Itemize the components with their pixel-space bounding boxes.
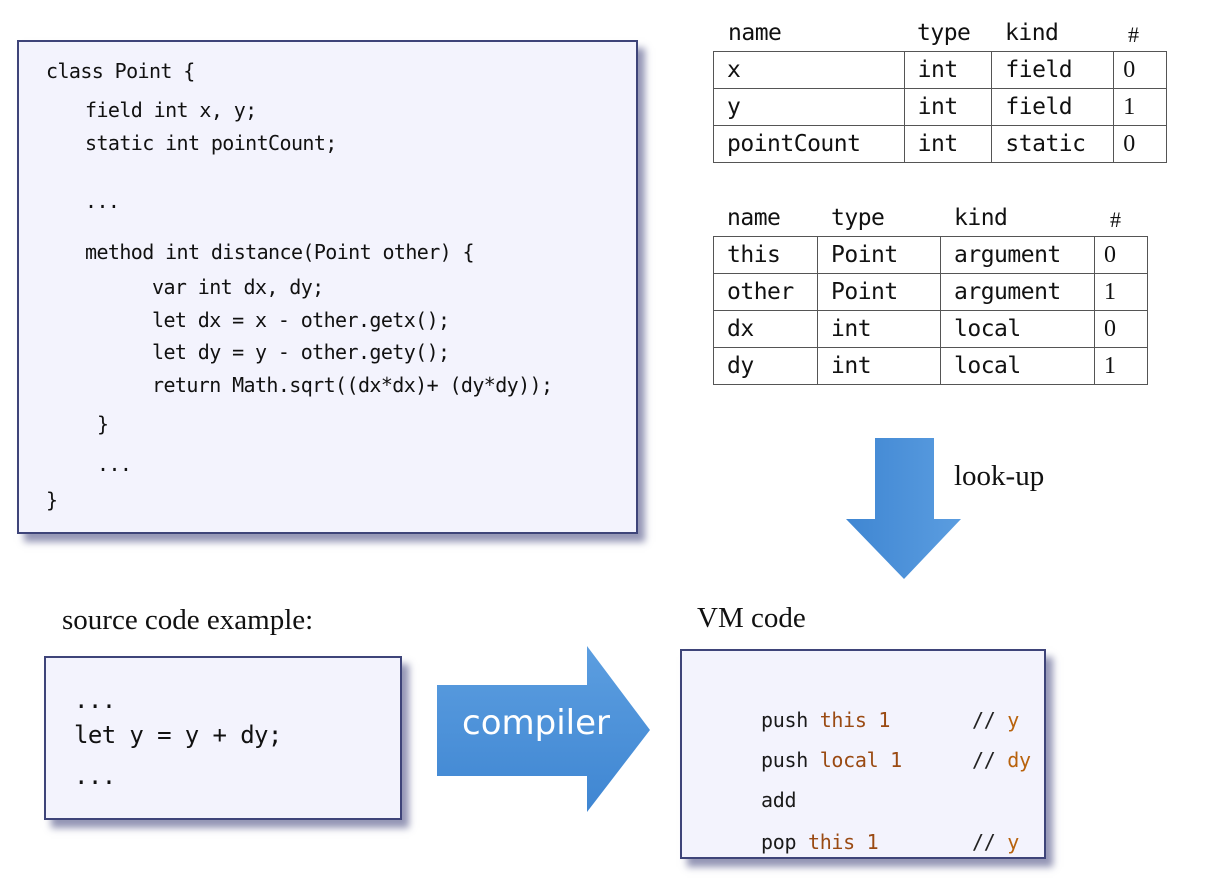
class-code-box: class Point { field int x, y; static int… [17, 40, 638, 534]
column-header-index: # [1128, 22, 1139, 47]
code-line: let y = y + dy; [74, 721, 282, 749]
code-line: } [46, 488, 58, 512]
column-header-type: type [831, 205, 885, 231]
table-row: y int field 1 [713, 88, 1167, 126]
vm-argument: this 1 [807, 830, 879, 854]
comment-value: y [1007, 708, 1019, 732]
code-line: static int pointCount; [85, 131, 337, 155]
cell-index: 0 [1094, 236, 1148, 274]
cell-index: 0 [1113, 51, 1167, 89]
code-line: ... [74, 762, 116, 790]
column-header-type: type [917, 20, 971, 46]
cell-index: 1 [1113, 88, 1167, 126]
vm-command: push [760, 748, 808, 772]
code-line: let dx = x - other.getx(); [152, 308, 450, 332]
cell-type: int [817, 310, 941, 348]
column-header-kind: kind [1005, 20, 1059, 46]
vm-comment: // y [925, 684, 1019, 756]
cell-kind: argument [940, 273, 1095, 311]
cell-name: dx [713, 310, 818, 348]
cell-type: int [817, 347, 941, 385]
vm-comment: // y [925, 806, 1019, 878]
table-row: other Point argument 1 [713, 273, 1148, 311]
cell-kind: field [991, 88, 1115, 126]
table-row: dx int local 0 [713, 310, 1148, 348]
cell-kind: local [940, 310, 1095, 348]
code-line: ... [97, 452, 132, 476]
table-row: this Point argument 0 [713, 236, 1148, 274]
cell-name: y [713, 88, 905, 126]
cell-type: int [903, 125, 993, 163]
cell-name: x [713, 51, 905, 89]
cell-index: 0 [1113, 125, 1167, 163]
code-line: method int distance(Point other) { [85, 240, 475, 264]
cell-kind: field [991, 51, 1115, 89]
vm-line: push this 1 [714, 684, 890, 756]
table-row: dy int local 1 [713, 347, 1148, 385]
vm-command: add [760, 788, 797, 812]
code-line: return Math.sqrt((dx*dx)+ (dy*dy)); [152, 373, 553, 397]
cell-kind: static [991, 125, 1115, 163]
vm-code-title: VM code [697, 602, 806, 634]
code-line: } [97, 412, 109, 436]
compiler-label: compiler [462, 703, 610, 743]
table-row: pointCount int static 0 [713, 125, 1167, 163]
comment-slashes: // [971, 748, 996, 772]
cell-kind: argument [940, 236, 1095, 274]
cell-name: pointCount [713, 125, 905, 163]
cell-name: dy [713, 347, 818, 385]
compiler-arrow-icon [437, 646, 650, 812]
cell-type: int [903, 88, 993, 126]
comment-slashes: // [971, 830, 996, 854]
source-example-title: source code example: [62, 604, 314, 636]
vm-comment: // dy [925, 724, 1031, 796]
vm-code-box: push this 1 // y push local 1 // dy add … [680, 649, 1046, 859]
column-header-name: name [728, 20, 782, 46]
column-header-name: name [727, 205, 781, 231]
cell-type: int [903, 51, 993, 89]
vm-line: push local 1 [714, 724, 902, 796]
column-header-index: # [1110, 207, 1121, 232]
cell-type: Point [817, 273, 941, 311]
comment-slashes: // [971, 708, 996, 732]
code-line: var int dx, dy; [152, 275, 324, 299]
cell-kind: local [940, 347, 1095, 385]
comment-value: dy [1007, 748, 1031, 772]
code-line: ... [74, 686, 116, 714]
vm-argument: local 1 [819, 748, 902, 772]
code-line: ... [85, 189, 120, 213]
cell-index: 0 [1094, 310, 1148, 348]
vm-command: pop [760, 830, 797, 854]
vm-command: push [760, 708, 808, 732]
comment-value: y [1007, 830, 1019, 854]
lookup-arrow-icon [846, 438, 961, 579]
lookup-label: look-up [954, 460, 1045, 492]
code-line: let dy = y - other.gety(); [152, 340, 450, 364]
vm-line: pop this 1 [714, 806, 879, 878]
vm-line: add [714, 764, 797, 836]
table-row: x int field 0 [713, 51, 1167, 89]
cell-type: Point [817, 236, 941, 274]
code-line: field int x, y; [85, 98, 257, 122]
cell-name: this [713, 236, 818, 274]
column-header-kind: kind [954, 205, 1008, 231]
cell-name: other [713, 273, 818, 311]
vm-argument: this 1 [819, 708, 891, 732]
cell-index: 1 [1094, 347, 1148, 385]
code-line: class Point { [46, 59, 195, 83]
source-code-box: ... let y = y + dy; ... [44, 656, 402, 820]
cell-index: 1 [1094, 273, 1148, 311]
